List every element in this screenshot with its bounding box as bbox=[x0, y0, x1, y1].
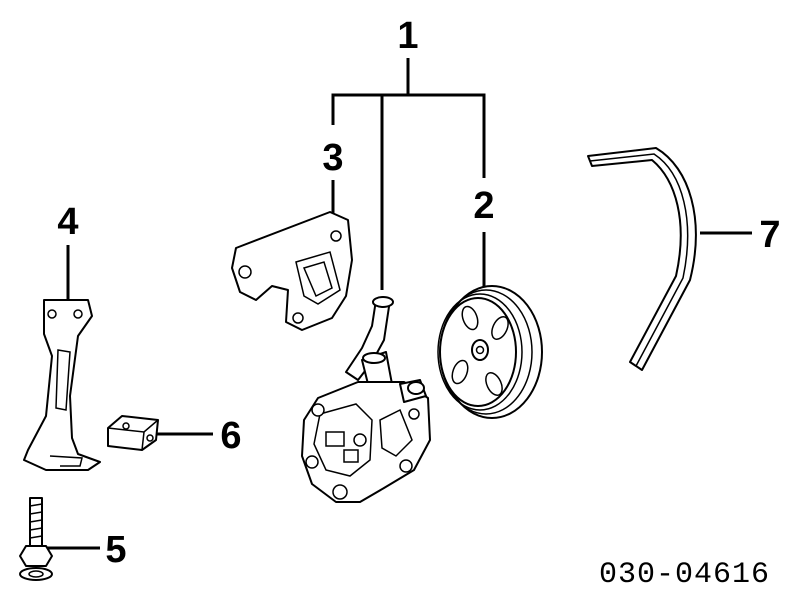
pump-pulley bbox=[437, 285, 543, 419]
power-steering-pump bbox=[301, 296, 431, 503]
callout-6: 6 bbox=[220, 415, 241, 457]
callout-3: 3 bbox=[322, 137, 343, 179]
callout-1: 1 bbox=[397, 15, 418, 57]
callout-2: 2 bbox=[473, 185, 494, 227]
bolt bbox=[19, 497, 53, 581]
callout-4: 4 bbox=[57, 201, 78, 243]
leader-lines bbox=[42, 58, 752, 550]
callout-7: 7 bbox=[759, 214, 780, 256]
drive-belt bbox=[587, 147, 697, 371]
spacer-block bbox=[107, 415, 159, 451]
support-bracket bbox=[23, 299, 101, 471]
reference-code: 030-04616 bbox=[599, 558, 770, 592]
pump-bracket bbox=[231, 211, 353, 331]
callout-5: 5 bbox=[105, 529, 126, 571]
